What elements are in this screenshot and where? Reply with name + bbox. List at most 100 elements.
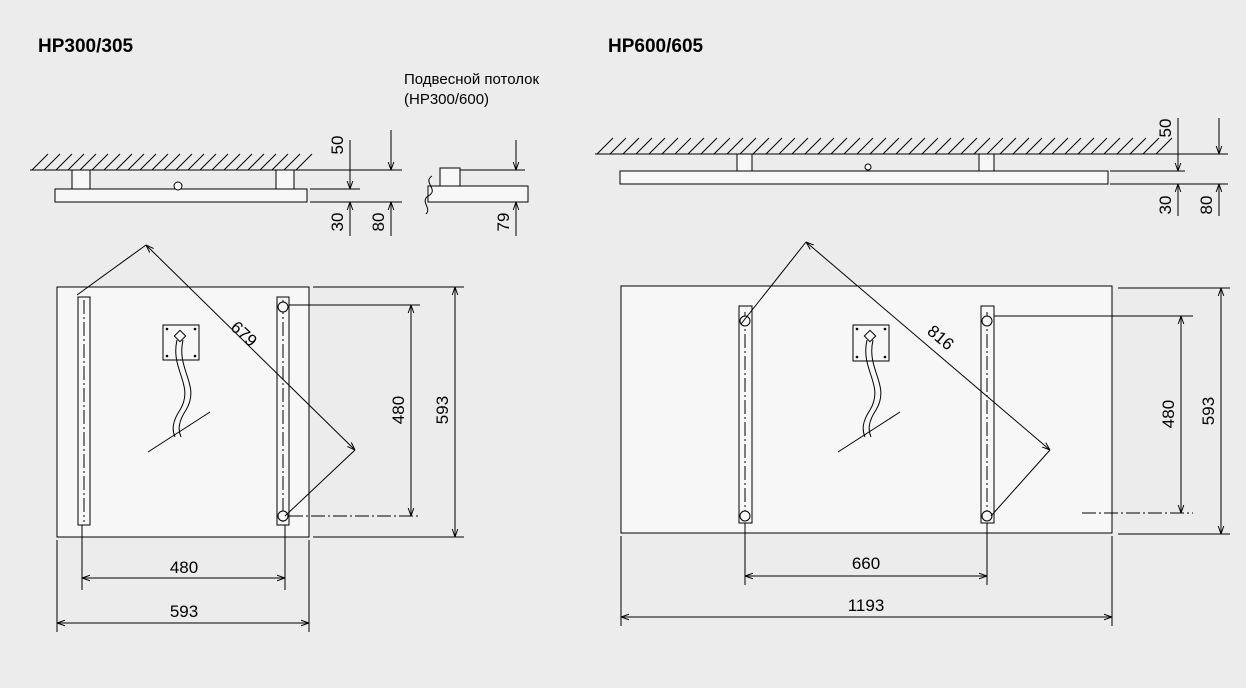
hatch-stroke — [55, 153, 73, 171]
hatch-stroke — [1103, 137, 1121, 155]
panel-section — [427, 185, 529, 203]
hatch-stroke — [115, 153, 133, 171]
hatch-stroke — [908, 137, 926, 155]
junction-box — [162, 324, 200, 361]
mount-hole — [981, 510, 993, 522]
hatch-stroke — [1116, 137, 1134, 155]
suspended-ceiling-detail: Подвесной потолок (HP300/600) 79 — [404, 71, 539, 236]
break-line — [424, 175, 433, 215]
hatch-stroke — [687, 137, 705, 155]
dim-593-vertical: 593 — [433, 396, 452, 424]
mount-hole — [277, 301, 289, 313]
dim-79: 79 — [494, 213, 513, 232]
hatch-stroke — [175, 153, 193, 171]
mount-hole — [277, 510, 289, 522]
hatch-stroke — [163, 153, 181, 171]
junction-box — [852, 324, 890, 362]
junction-nut — [864, 163, 872, 171]
hp300-title: HP300/305 — [38, 36, 134, 57]
dim-593-vertical: 593 — [1199, 397, 1218, 425]
hatch-stroke — [1129, 137, 1147, 155]
hatch-stroke — [1064, 137, 1082, 155]
hatch-stroke — [151, 153, 169, 171]
hatch-stroke — [91, 153, 109, 171]
mount-hole — [739, 315, 751, 327]
dim-30: 30 — [1156, 196, 1175, 215]
hatch-stroke — [726, 137, 744, 155]
hatch-stroke — [609, 137, 627, 155]
hatch-stroke — [1051, 137, 1069, 155]
hatch-stroke — [973, 137, 991, 155]
dim-50: 50 — [1156, 119, 1175, 138]
hatch-stroke — [830, 137, 848, 155]
hatch-stroke — [223, 153, 241, 171]
ext-line — [990, 449, 1051, 517]
hatch-stroke — [856, 137, 874, 155]
hatch-stroke — [778, 137, 796, 155]
hatch-stroke — [247, 153, 265, 171]
hatch-stroke — [1155, 137, 1173, 155]
hp600-drawing: HP600/605 50 30 80 — [595, 36, 1230, 626]
note-suspended-models: (HP300/600) — [404, 91, 489, 108]
heater-panel-side — [54, 188, 308, 203]
hatch-stroke — [960, 137, 978, 155]
hatch-stroke — [31, 153, 49, 171]
hatch-stroke — [986, 137, 1004, 155]
hatch-stroke — [791, 137, 809, 155]
ext-line — [76, 244, 147, 296]
mount-bracket — [275, 169, 295, 191]
dim-80: 80 — [1197, 196, 1216, 215]
hatch-stroke — [752, 137, 770, 155]
mount-hole — [981, 315, 993, 327]
hatch-stroke — [921, 137, 939, 155]
hatch-stroke — [139, 153, 157, 171]
hatch-stroke — [674, 137, 692, 155]
dim-50: 50 — [328, 136, 347, 155]
hatch-stroke — [187, 153, 205, 171]
hatch-stroke — [79, 153, 97, 171]
dim-80: 80 — [369, 213, 388, 232]
hatch-stroke — [67, 153, 85, 171]
hatch-stroke — [947, 137, 965, 155]
hatch-stroke — [127, 153, 145, 171]
hatch-stroke — [804, 137, 822, 155]
junction-nut — [173, 181, 183, 191]
ext-line — [740, 241, 807, 325]
heater-panel-side — [619, 170, 1109, 185]
hatch-stroke — [648, 137, 666, 155]
hatch-stroke — [259, 153, 277, 171]
dim-660-horizontal: 660 — [852, 554, 880, 573]
heater-panel-front — [620, 285, 1113, 534]
hp600-front-view: 816 480 593 660 1193 — [620, 241, 1230, 626]
hp300-ceiling-side-view: 50 30 80 — [30, 130, 402, 236]
hatch-stroke — [895, 137, 913, 155]
hp300-drawing: HP300/305 50 30 80 Подвесной потолок (HP… — [30, 36, 539, 632]
hatch-stroke — [635, 137, 653, 155]
hatch-stroke — [999, 137, 1017, 155]
mount-hole — [739, 510, 751, 522]
hatch-stroke — [700, 137, 718, 155]
hatch-stroke — [934, 137, 952, 155]
hatch-stroke — [283, 153, 301, 171]
mount-bracket — [978, 153, 995, 172]
hatch-stroke — [271, 153, 289, 171]
dim-480-horizontal: 480 — [170, 558, 198, 577]
hatch-stroke — [1090, 137, 1108, 155]
hatch-stroke — [199, 153, 217, 171]
hatch-stroke — [1038, 137, 1056, 155]
hatch-stroke — [843, 137, 861, 155]
dim-480-vertical: 480 — [389, 396, 408, 424]
dim-30: 30 — [328, 213, 347, 232]
hatch-stroke — [295, 153, 313, 171]
dim-593-horizontal: 593 — [170, 602, 198, 621]
ceiling-hatch — [31, 153, 313, 171]
hatch-stroke — [211, 153, 229, 171]
hatch-stroke — [1077, 137, 1095, 155]
diagonal-dim-line — [146, 245, 355, 450]
hp300-front-view: 679 480 593 480 593 — [56, 244, 464, 632]
hatch-stroke — [765, 137, 783, 155]
hatch-stroke — [103, 153, 121, 171]
hatch-stroke — [43, 153, 61, 171]
hp600-title: HP600/605 — [608, 36, 704, 57]
